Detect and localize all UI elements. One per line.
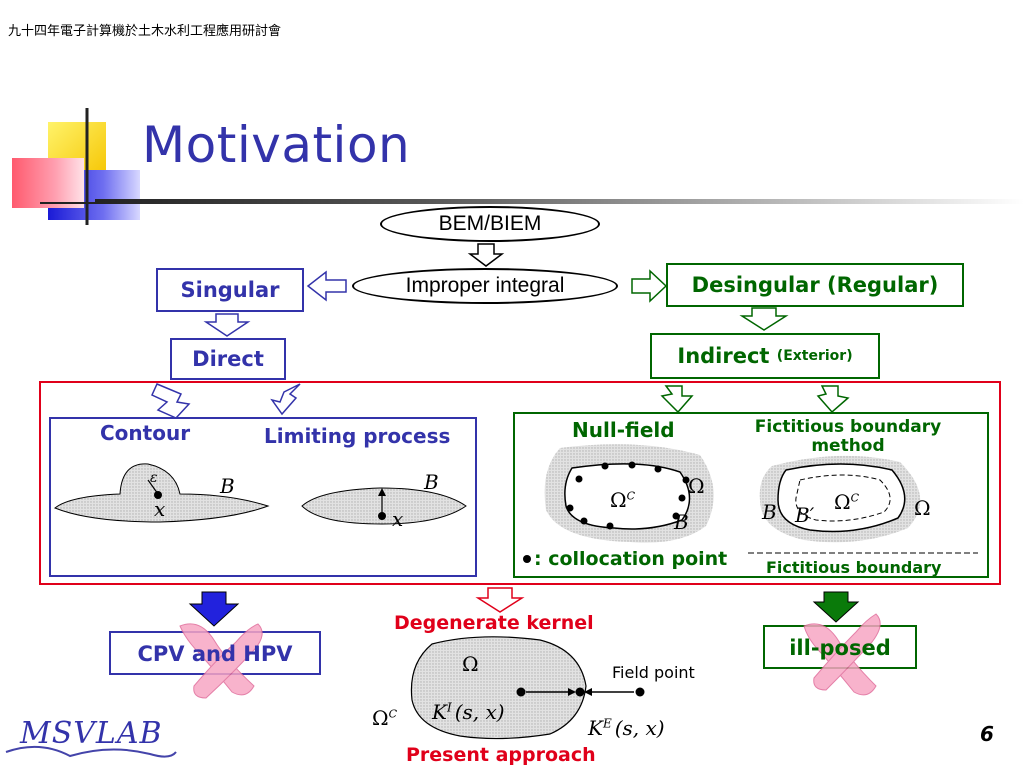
limiting-domain xyxy=(301,487,467,525)
desingular-box: Desingular (Regular) xyxy=(666,263,964,307)
epsilon-label: ε xyxy=(150,470,158,486)
arrow-desingular-indirect xyxy=(739,307,789,331)
nullfield-omega: Ω xyxy=(688,474,705,498)
ill-posed-label: ill-posed xyxy=(789,636,891,660)
limiting-B-label: B xyxy=(424,470,439,494)
degenerate-omega-c-sup: C xyxy=(388,707,398,721)
kernel-exterior-sup: E xyxy=(602,716,612,731)
kernel-interior-k: K xyxy=(432,700,447,724)
degenerate-kernel-label: Degenerate kernel xyxy=(394,612,594,634)
indirect-methods-panel xyxy=(513,412,989,578)
arrow-to-ill-posed xyxy=(812,591,860,623)
limiting-arrowhead xyxy=(378,488,386,496)
limiting-point xyxy=(378,512,386,520)
limiting-x-label: x xyxy=(392,507,404,531)
degenerate-domain xyxy=(410,636,587,740)
slide-title: Motivation xyxy=(142,116,411,174)
degenerate-omega: Ω xyxy=(462,652,479,676)
contour-B-label: B xyxy=(220,474,235,498)
nullfield-omega-c-symbol: Ω xyxy=(610,488,627,512)
arrow-direct-contour xyxy=(151,383,191,419)
collocation-points xyxy=(566,461,690,530)
deco-red-square xyxy=(12,158,84,208)
arrowhead-field-boundary xyxy=(584,688,592,696)
kernel-interior: KI(s, x) xyxy=(432,700,505,724)
conference-header: 九十四年電子計算機於土木水利工程應用研討會 xyxy=(8,24,282,39)
null-field-label: Null-field xyxy=(572,418,675,442)
present-approach-label: Present approach xyxy=(406,744,596,766)
cross-out-cpv xyxy=(179,623,263,699)
degenerate-omega-c-symbol: Ω xyxy=(372,706,389,730)
bem-biem-node: BEM/BIEM xyxy=(380,206,600,242)
cross-out-ill-posed xyxy=(803,613,881,696)
arrow-bem-down xyxy=(467,243,505,267)
singular-box: Singular xyxy=(156,268,304,312)
fictitious-boundary-method-label: Fictitious boundary method xyxy=(754,417,942,456)
arrow-to-cpv xyxy=(188,591,240,627)
methods-container xyxy=(39,381,1001,585)
arrow-direct-limiting xyxy=(270,383,301,416)
msvlab-logo: MSVLAB xyxy=(20,716,163,751)
fictitious-boundary-label: Fictitious boundary xyxy=(766,558,942,577)
indirect-sublabel: (Exterior) xyxy=(776,348,853,364)
nullfield-omega-c: ΩC xyxy=(610,488,635,512)
kernel-interior-args: (s, x) xyxy=(454,700,505,724)
arrowhead-source-boundary xyxy=(568,688,576,696)
arrow-indirect-fictitious xyxy=(816,385,850,414)
fictitious-omega-c-symbol: Ω xyxy=(834,490,851,514)
boundary-point xyxy=(575,687,585,697)
indirect-box: Indirect (Exterior) xyxy=(650,333,880,379)
kernel-interior-sup: I xyxy=(446,700,452,715)
nullfield-B-label: B xyxy=(674,510,689,534)
kernel-exterior: KE(s, x) xyxy=(588,716,665,740)
contour-point xyxy=(154,491,162,499)
degenerate-omega-c: ΩC xyxy=(372,706,397,730)
contour-domain xyxy=(54,463,270,523)
fictitious-dashed xyxy=(795,474,891,522)
field-point xyxy=(635,687,645,697)
page-number: 6 xyxy=(980,722,994,746)
title-rule xyxy=(95,199,1024,204)
nullfield-omega-c-sup: C xyxy=(626,489,636,503)
fictitious-omega-c: ΩC xyxy=(834,490,859,514)
fictitious-B-label: B xyxy=(762,500,777,524)
arrow-to-desingular xyxy=(631,269,668,303)
contour-label: Contour xyxy=(100,421,191,445)
kernel-exterior-args: (s, x) xyxy=(614,716,665,740)
indirect-label: Indirect xyxy=(677,344,770,368)
limiting-process-label: Limiting process xyxy=(264,424,451,448)
fictitious-omega-c-sup: C xyxy=(850,491,860,505)
fictitious-Bprime-label: B′ xyxy=(795,503,815,527)
logo-underline xyxy=(5,745,177,758)
direct-box: Direct xyxy=(170,338,286,380)
fictitious-body xyxy=(777,463,906,533)
arrow-indirect-nullfield xyxy=(660,385,694,414)
fictitious-omega: Ω xyxy=(914,496,931,520)
kernel-exterior-k: K xyxy=(588,716,603,740)
direct-methods-panel xyxy=(49,417,477,577)
cpv-hpv-label: CPV and HPV xyxy=(137,642,293,666)
contour-x-label: x xyxy=(154,497,166,521)
arrow-to-singular xyxy=(306,270,347,302)
source-point xyxy=(516,687,526,697)
field-point-label: Field point xyxy=(612,663,695,682)
collocation-legend-dot xyxy=(523,555,531,563)
improper-integral-node: Improper integral xyxy=(352,268,618,304)
arrow-singular-direct xyxy=(203,313,251,337)
arrow-to-degenerate xyxy=(475,587,525,613)
collocation-point-legend: : collocation point xyxy=(534,548,728,570)
